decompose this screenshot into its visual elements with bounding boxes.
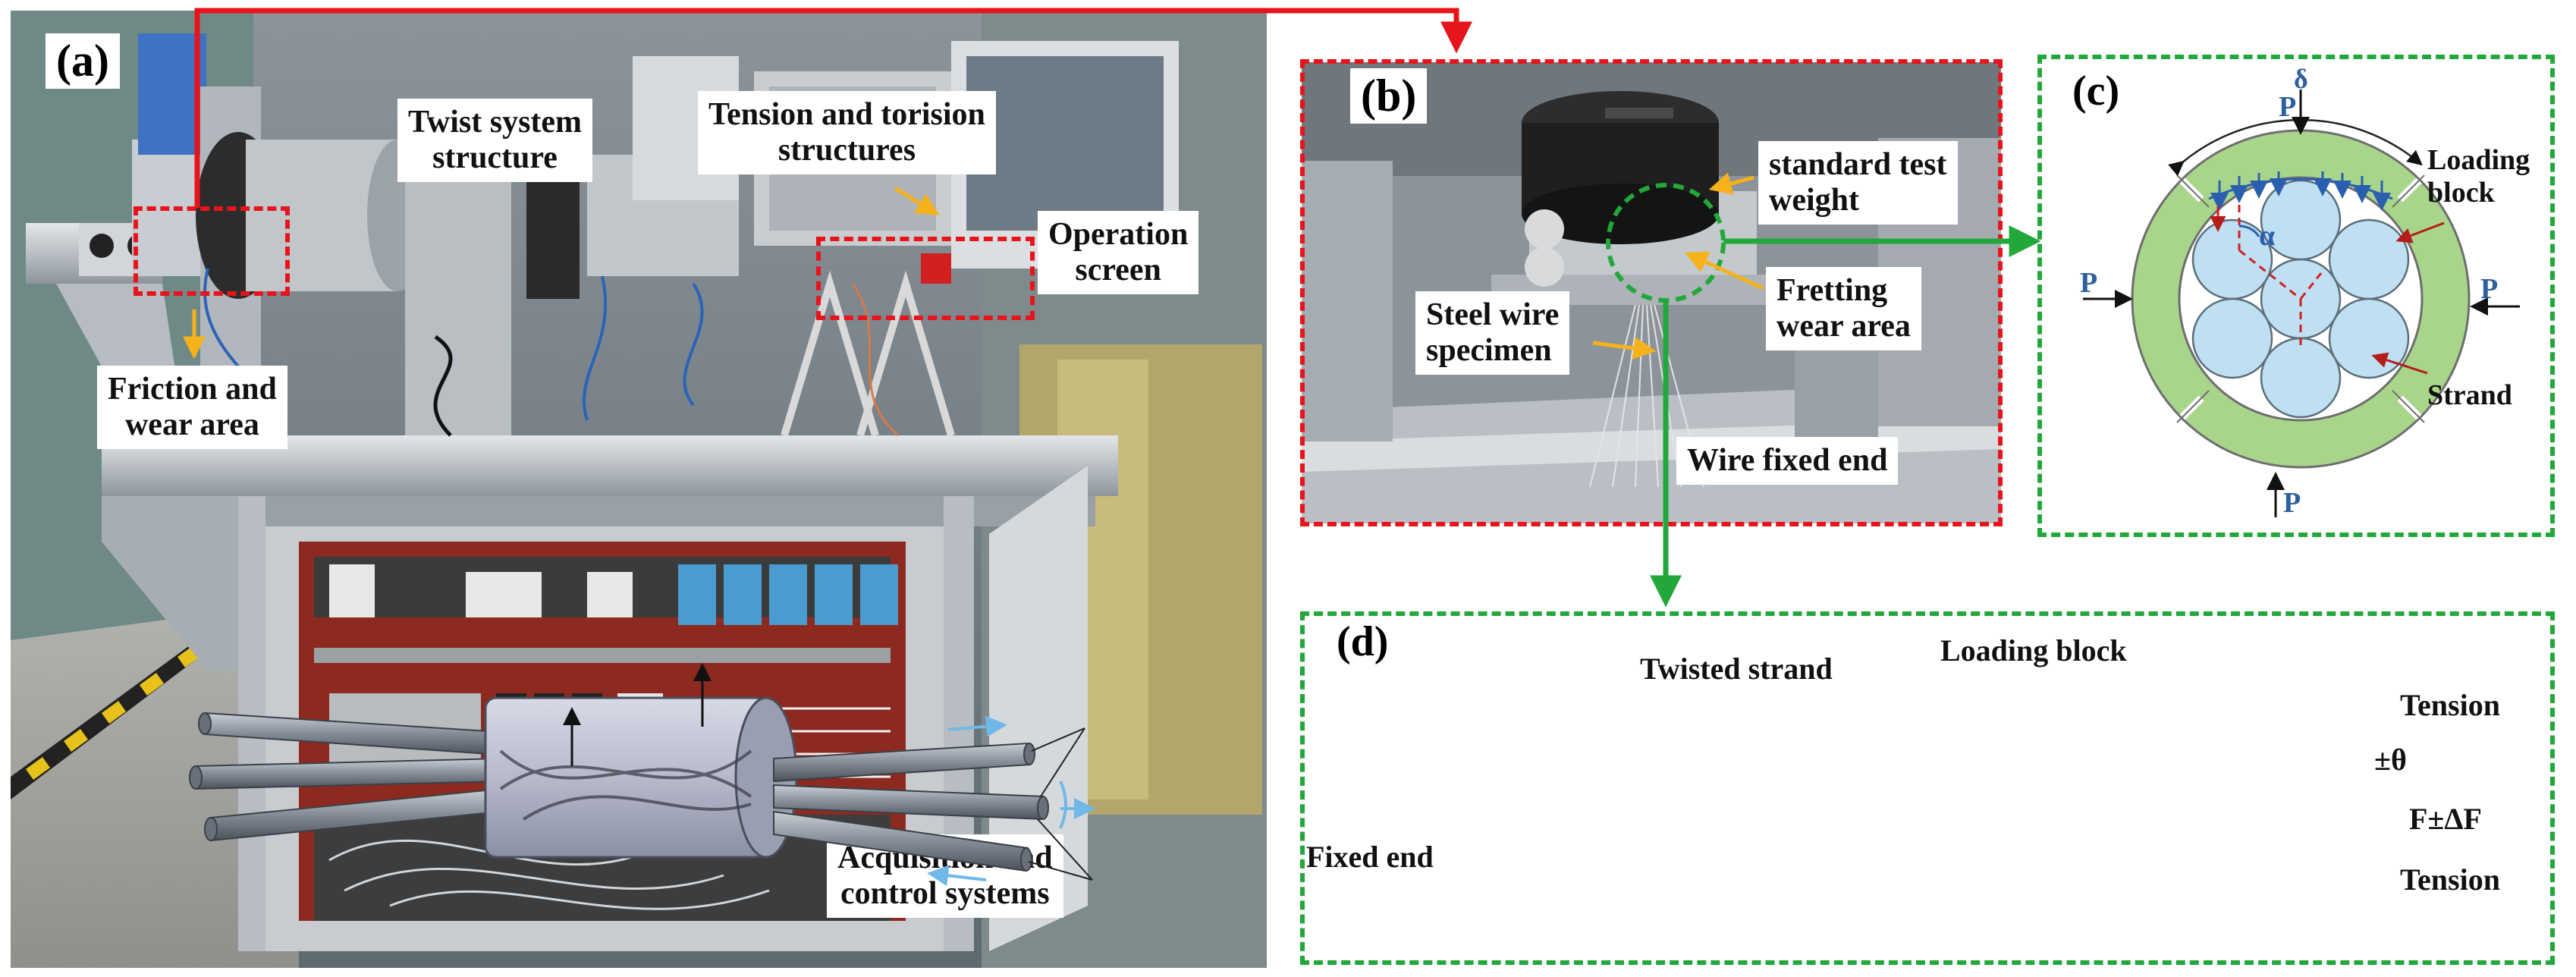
label-p-left: P <box>2080 267 2098 299</box>
photo-test-rig <box>11 11 1267 968</box>
label-steel-wire-specimen-text: Steel wire specimen <box>1426 297 1560 369</box>
label-fretting-wear-text: Fretting wear area <box>1776 273 1911 344</box>
label-wire-fixed-end-text: Wire fixed end <box>1687 443 1888 478</box>
highlight-operation-area <box>816 237 1035 320</box>
label-standard-weight-text: standard test weight <box>1769 147 1947 218</box>
label-steel-wire-specimen: Steel wire specimen <box>1415 291 1570 375</box>
frame-panel-b <box>1300 59 2003 526</box>
label-p-bottom: P <box>2283 487 2301 519</box>
label-fretting-wear: Fretting wear area <box>1766 267 1921 351</box>
label-loading-block-d: Loading block <box>1940 633 2127 668</box>
label-strand: Strand <box>2427 379 2512 411</box>
panel-a-tag: (a) <box>46 33 120 89</box>
label-loading-block-c: Loading block <box>2427 144 2530 209</box>
label-tension-torsion: Tension and torision structures <box>698 91 996 175</box>
label-tension-bottom: Tension <box>2400 862 2500 897</box>
label-friction-wear: Friction and wear area <box>97 366 287 450</box>
label-delta: δ <box>2294 64 2308 94</box>
highlight-friction-area <box>134 206 290 296</box>
label-twist-system: Twist system structure <box>397 99 593 183</box>
label-wire-fixed-end: Wire fixed end <box>1676 437 1899 485</box>
label-tension-torsion-text: Tension and torision structures <box>708 97 985 168</box>
label-alpha: α <box>2259 220 2276 252</box>
frame-panel-d <box>1300 611 2555 965</box>
label-theta: ±θ <box>2374 743 2407 777</box>
panel-c-tag: (c) <box>2062 65 2131 117</box>
label-acquisition-control: Acquisition and control systems <box>827 834 1063 919</box>
label-operation-screen: Operation screen <box>1038 211 1199 295</box>
label-twist-system-text: Twist system structure <box>408 105 583 176</box>
label-friction-wear-text: Friction and wear area <box>108 372 277 443</box>
panel-d-tag: (d) <box>1326 616 1400 668</box>
label-acquisition-control-text: Acquisition and control systems <box>837 840 1053 912</box>
label-p-top: P <box>2279 91 2297 123</box>
frame-panel-c <box>2037 55 2555 537</box>
label-p-right: P <box>2480 273 2499 305</box>
label-tension-top: Tension <box>2400 688 2500 722</box>
label-force: F±ΔF <box>2409 802 2482 836</box>
label-standard-weight: standard test weight <box>1758 141 1958 225</box>
label-loading-block-c-text: Loading block <box>2427 144 2530 209</box>
label-twisted-strand: Twisted strand <box>1640 652 1833 686</box>
label-fixed-end: Fixed end <box>1306 840 1434 874</box>
label-operation-screen-text: Operation screen <box>1048 217 1189 288</box>
